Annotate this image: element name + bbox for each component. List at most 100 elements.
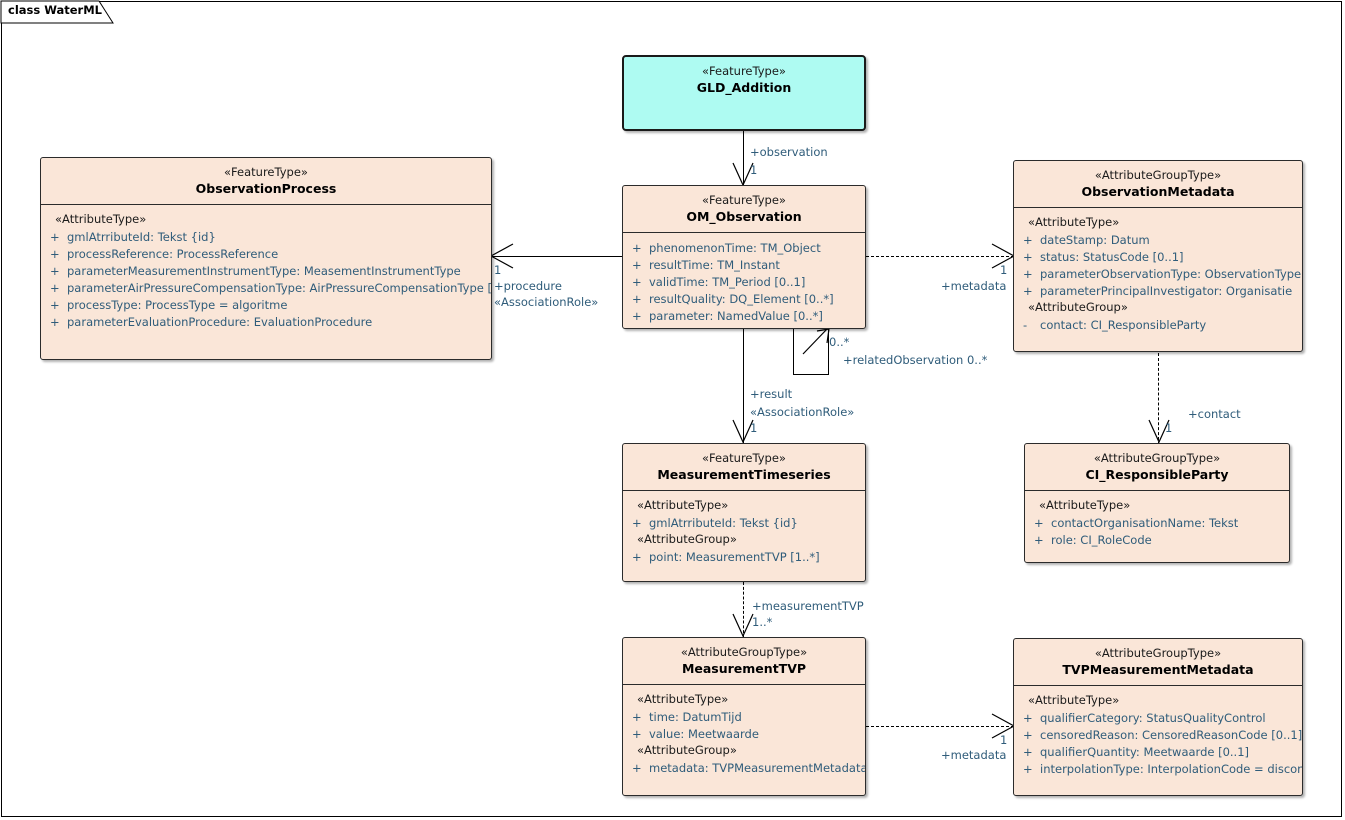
connector-contact-line <box>1158 353 1159 445</box>
attribute-text: metadata: TVPMeasurementMetadata <box>649 760 866 775</box>
attribute-group-label: «AttributeType» <box>1039 498 1131 513</box>
connector-contact-multiplicity: 1 <box>1165 421 1173 435</box>
class-name: MeasurementTVP <box>681 660 807 676</box>
connector-metadata-observation-line <box>866 256 1014 257</box>
class-separator <box>1014 207 1302 209</box>
class-box-observation-metadata[interactable]: «AttributeGroupType» ObservationMetadata… <box>1013 160 1303 352</box>
connector-measurementtvp-line <box>743 582 744 638</box>
attribute-row: + processReference: ProcessReference <box>45 245 487 262</box>
class-header-measurement-timeseries: «FeatureType» MeasurementTimeseries <box>623 444 865 490</box>
visibility-marker: - <box>1023 317 1028 332</box>
attribute-text: value: Meetwaarde <box>649 726 759 741</box>
class-box-measurement-timeseries[interactable]: «FeatureType» MeasurementTimeseries «Att… <box>622 443 866 582</box>
attribute-text: role: CI_RoleCode <box>1051 532 1152 547</box>
visibility-marker: + <box>1023 266 1033 281</box>
class-box-ci-responsibleparty[interactable]: «AttributeGroupType» CI_ResponsibleParty… <box>1024 443 1290 563</box>
class-header-gld-addition: «FeatureType» GLD_Addition <box>624 57 864 103</box>
attribute-row: +dateStamp: Datum <box>1018 231 1298 248</box>
visibility-marker: + <box>1023 744 1033 759</box>
connector-related-role: +relatedObservation 0..* <box>843 353 988 367</box>
attribute-text: qualifierQuantity: Meetwaarde [0..1] <box>1040 744 1250 759</box>
attribute-group-label: «AttributeType» <box>1028 215 1120 230</box>
frame-label: class WaterML <box>8 3 102 17</box>
visibility-marker: + <box>1034 532 1044 547</box>
connector-contact-arrowhead <box>1148 419 1170 444</box>
attribute-group-label: «AttributeType» <box>55 212 147 227</box>
connector-measurementtvp-arrowhead <box>732 613 754 638</box>
visibility-marker: + <box>632 549 642 564</box>
connector-measurementtvp-multiplicity: 1..* <box>752 615 773 629</box>
attribute-row: -contact: CI_ResponsibleParty <box>1018 316 1298 333</box>
attribute-row: +parameterPrincipalInvestigator: Organis… <box>1018 282 1298 299</box>
attribute-row: +parameter: NamedValue [0..*] <box>627 307 861 324</box>
visibility-marker: + <box>632 515 642 530</box>
connector-metadata-tvp-multiplicity: 1 <box>1000 733 1008 747</box>
attribute-text: parameterMeasurementInstrumentType: Meas… <box>67 263 461 278</box>
attribute-text: contact: CI_ResponsibleParty <box>1040 317 1207 332</box>
attribute-text: parameterObservationType: ObservationTyp… <box>1040 266 1302 281</box>
visibility-marker: + <box>632 308 642 323</box>
attribute-group-label: «AttributeType» <box>1028 693 1120 708</box>
visibility-marker: + <box>1034 515 1044 530</box>
visibility-marker: + <box>50 229 60 244</box>
visibility-marker: + <box>1023 727 1033 742</box>
class-body-measurement-tvp: «AttributeType» +time: DatumTijd + value:… <box>623 685 865 783</box>
visibility-marker: + <box>50 263 60 278</box>
visibility-marker: + <box>632 760 642 775</box>
attribute-text: resultTime: TM_Instant <box>649 257 780 272</box>
attribute-row: +gmlAtrributeId: Tekst {id} <box>45 228 487 245</box>
connector-related-multiplicity: 0..* <box>829 335 850 349</box>
attribute-row: +time: DatumTijd <box>627 708 861 725</box>
attribute-text: time: DatumTijd <box>649 709 742 724</box>
connector-procedure-line <box>492 256 623 257</box>
class-name: GLD_Addition <box>696 79 792 95</box>
attribute-text: gmlAtrributeId: Tekst {id} <box>649 515 798 530</box>
connector-metadata-tvp-role: +metadata <box>941 748 1007 762</box>
class-header-tvp-measurement-metadata: «AttributeGroupType» TVPMeasurementMetad… <box>1014 639 1302 685</box>
class-box-om-observation[interactable]: «FeatureType» OM_Observation +phenomenon… <box>622 185 866 329</box>
attribute-group-label: «AttributeGroup» <box>637 532 737 547</box>
attribute-row: +parameterAirPressureCompensationType: A… <box>45 279 491 296</box>
connector-result-arrowhead <box>732 419 754 444</box>
class-box-measurement-tvp[interactable]: «AttributeGroupType» MeasurementTVP «Att… <box>622 637 866 796</box>
attribute-text: censoredReason: CensoredReasonCode [0..1… <box>1040 727 1303 742</box>
connector-procedure-multiplicity: 1 <box>494 263 502 277</box>
attribute-row: +interpolationType: InterpolationCode = … <box>1018 760 1302 777</box>
connector-observation-line <box>743 131 744 185</box>
class-box-observation-process[interactable]: «FeatureType» ObservationProcess «Attrib… <box>40 157 492 360</box>
visibility-marker: + <box>1023 283 1033 298</box>
class-stereotype: «FeatureType» <box>702 64 786 78</box>
class-stereotype: «AttributeGroupType» <box>1094 646 1222 660</box>
class-name: ObservationMetadata <box>1081 183 1235 199</box>
attribute-row: + gmlAtrributeId: Tekst {id} <box>627 514 861 531</box>
class-stereotype: «AttributeGroupType» <box>1093 451 1221 465</box>
class-box-gld-addition[interactable]: «FeatureType» GLD_Addition <box>622 55 866 131</box>
attribute-group-label: «AttributeType» <box>637 692 729 707</box>
connector-metadata-observation-multiplicity: 1 <box>1000 263 1008 277</box>
connector-related-right-line <box>828 329 829 375</box>
class-header-observation-process: «FeatureType» ObservationProcess <box>41 158 491 204</box>
attribute-text: processReference: ProcessReference <box>67 246 279 261</box>
attribute-text: parameterAirPressureCompensationType: Ai… <box>67 280 492 295</box>
class-separator <box>1014 685 1302 687</box>
class-header-ci-responsibleparty: «AttributeGroupType» CI_ResponsibleParty <box>1025 444 1289 490</box>
connector-related-bottom-line <box>793 374 829 375</box>
class-box-tvp-measurement-metadata[interactable]: «AttributeGroupType» TVPMeasurementMetad… <box>1013 638 1303 796</box>
visibility-marker: + <box>1023 710 1033 725</box>
visibility-marker: + <box>50 246 60 261</box>
class-header-om-observation: «FeatureType» OM_Observation <box>623 186 865 232</box>
attribute-row: +status: StatusCode [0..1] <box>1018 248 1298 265</box>
connector-related-left-line <box>793 329 794 375</box>
class-stereotype: «FeatureType» <box>224 165 308 179</box>
class-stereotype: «FeatureType» <box>702 451 786 465</box>
attribute-text: validTime: TM_Period [0..1] <box>649 274 806 289</box>
visibility-marker: + <box>1023 232 1033 247</box>
class-separator <box>623 490 865 492</box>
attribute-group-label: «AttributeGroup» <box>1028 300 1128 315</box>
attribute-text: qualifierCategory: StatusQualityControl <box>1040 710 1266 725</box>
attribute-text: phenomenonTime: TM_Object <box>649 240 821 255</box>
attribute-row: +phenomenonTime: TM_Object <box>627 239 861 256</box>
visibility-marker: + <box>632 274 642 289</box>
